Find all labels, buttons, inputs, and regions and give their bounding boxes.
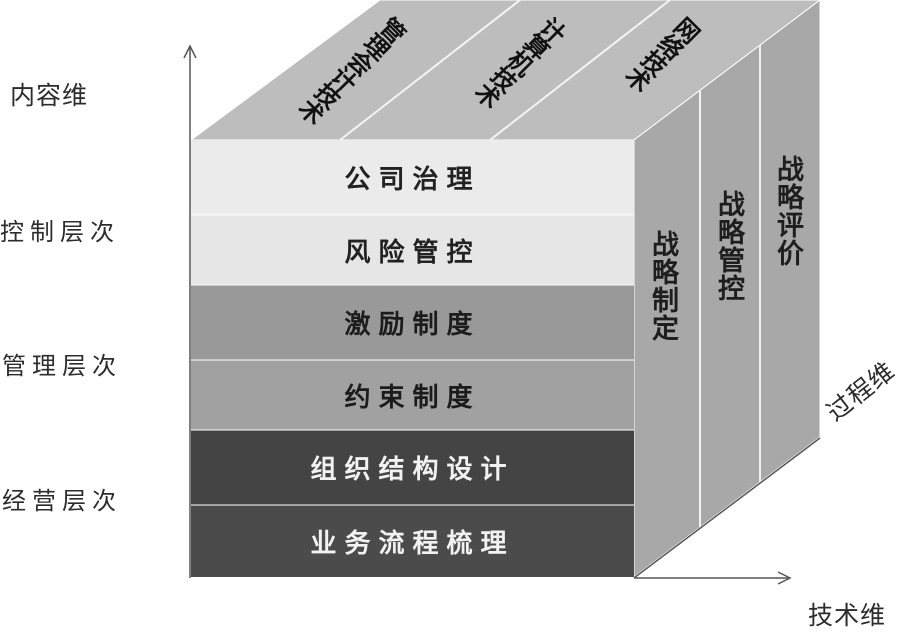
level-label-management: 管理层次	[2, 352, 122, 380]
level-label-operation: 经营层次	[2, 487, 122, 515]
front-row-bg	[191, 215, 634, 285]
front-row-bg	[191, 505, 634, 577]
top-divider	[339, 0, 521, 141]
content-axis-label: 内容维	[10, 81, 89, 110]
row-org-structure-design: 组织结构设计	[310, 455, 515, 485]
side-strategy-control: 战略管控	[713, 190, 744, 302]
front-row-bg	[191, 430, 634, 505]
front-row-bg	[191, 360, 634, 430]
row-incentive-system: 激励制度	[344, 310, 481, 340]
front-row-bg	[191, 285, 634, 360]
row-corporate-governance: 公司治理	[344, 165, 481, 195]
front-row-bg	[191, 140, 634, 215]
row-business-process: 业务流程梳理	[310, 528, 515, 559]
row-constraint-system: 约束制度	[344, 382, 481, 413]
top-divider	[489, 0, 671, 141]
side-strategy-formulation: 战略制定	[647, 230, 678, 342]
content-axis-arrow	[183, 44, 197, 59]
level-label-control: 控制层次	[0, 218, 120, 246]
technology-axis-label: 技术维	[808, 601, 887, 630]
side-strategy-evaluation: 战略评价	[772, 155, 803, 267]
row-risk-control: 风险管控	[344, 237, 481, 268]
process-axis	[633, 437, 821, 579]
technology-axis-arrow	[777, 571, 792, 585]
